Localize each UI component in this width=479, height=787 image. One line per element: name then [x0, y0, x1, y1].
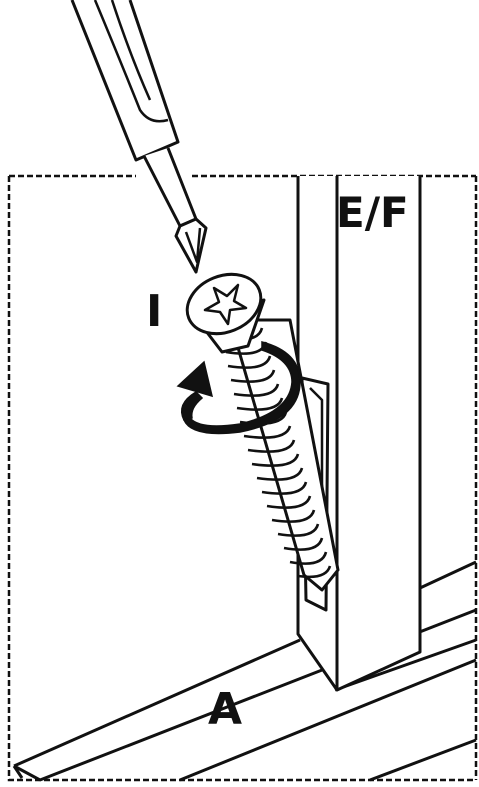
label-part-a: A [208, 684, 242, 735]
label-part-ef: E/F [336, 188, 409, 237]
label-part-i: I [146, 286, 162, 337]
screwdriver-icon [72, 0, 206, 272]
post-part-ef [298, 176, 420, 690]
